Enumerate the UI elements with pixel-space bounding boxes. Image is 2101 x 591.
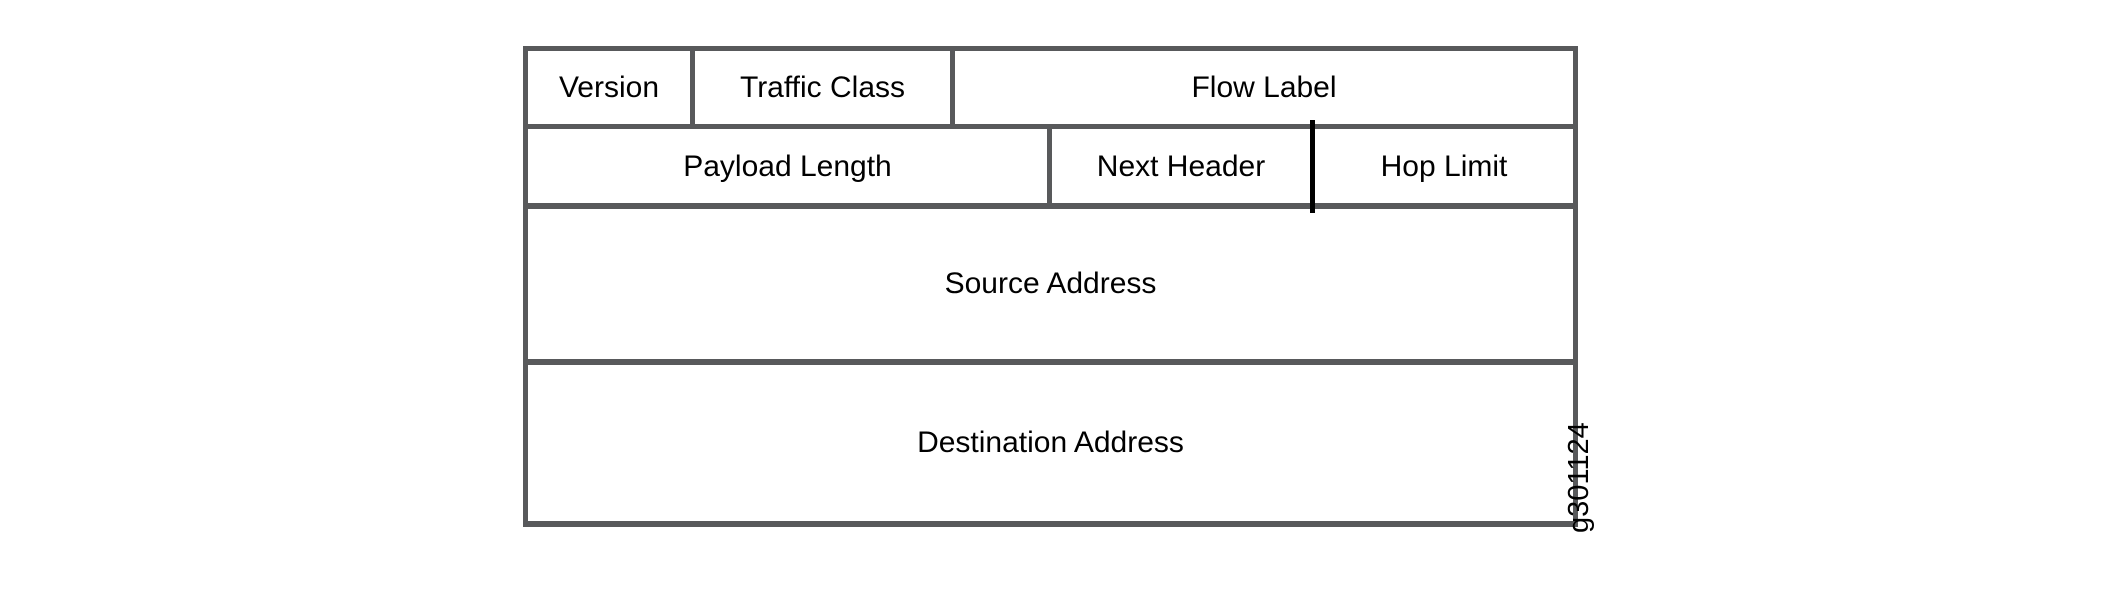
header-fields-diagram: Version Traffic Class Flow Label Payload… xyxy=(523,46,1578,527)
field-hop-limit-label: Hop Limit xyxy=(1380,149,1508,183)
border-bottom-line xyxy=(523,521,1578,527)
field-traffic-class-label: Traffic Class xyxy=(739,70,906,104)
field-payload-length: Payload Length xyxy=(523,124,1052,209)
field-version-label: Version xyxy=(558,70,660,104)
field-source-address-label: Source Address xyxy=(944,267,1157,300)
field-payload-length-label: Payload Length xyxy=(683,149,892,183)
field-destination-address: Destination Address xyxy=(523,359,1578,527)
field-version: Version xyxy=(523,46,695,129)
field-flow-label: Flow Label xyxy=(950,46,1578,129)
border-right-line xyxy=(1573,46,1578,527)
field-hop-limit: Hop Limit xyxy=(1310,124,1578,209)
field-flow-label-label: Flow Label xyxy=(1191,70,1337,104)
traffic-flow-divider-line xyxy=(950,46,955,129)
figure-id-label: g301124 xyxy=(1563,422,1595,533)
border-left-line xyxy=(523,46,528,527)
row3-row4-divider-line xyxy=(523,359,1578,365)
field-traffic-class: Traffic Class xyxy=(690,46,955,129)
field-next-header: Next Header xyxy=(1047,124,1315,209)
field-source-address: Source Address xyxy=(523,203,1578,365)
version-traffic-divider-line xyxy=(690,46,695,129)
field-destination-address-label: Destination Address xyxy=(917,426,1184,459)
next-hop-divider-line xyxy=(1310,120,1315,213)
payload-next-divider-line xyxy=(1047,124,1052,209)
field-next-header-label: Next Header xyxy=(1096,149,1266,183)
border-top-line xyxy=(523,46,1578,51)
